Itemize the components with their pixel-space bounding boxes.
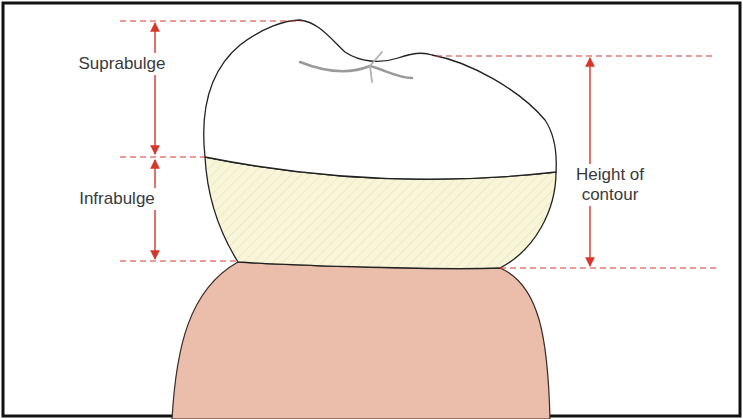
crown (204, 20, 556, 179)
dimension-label: Height of contour (559, 164, 661, 207)
region-label: Infrabulge (76, 188, 158, 210)
occlusal-groove (370, 52, 382, 82)
region-label: Suprabulge (76, 53, 169, 75)
gingiva (172, 262, 550, 419)
dimension-arrows (155, 23, 590, 266)
reference-lines (120, 21, 716, 268)
occlusal-groove (300, 62, 412, 78)
